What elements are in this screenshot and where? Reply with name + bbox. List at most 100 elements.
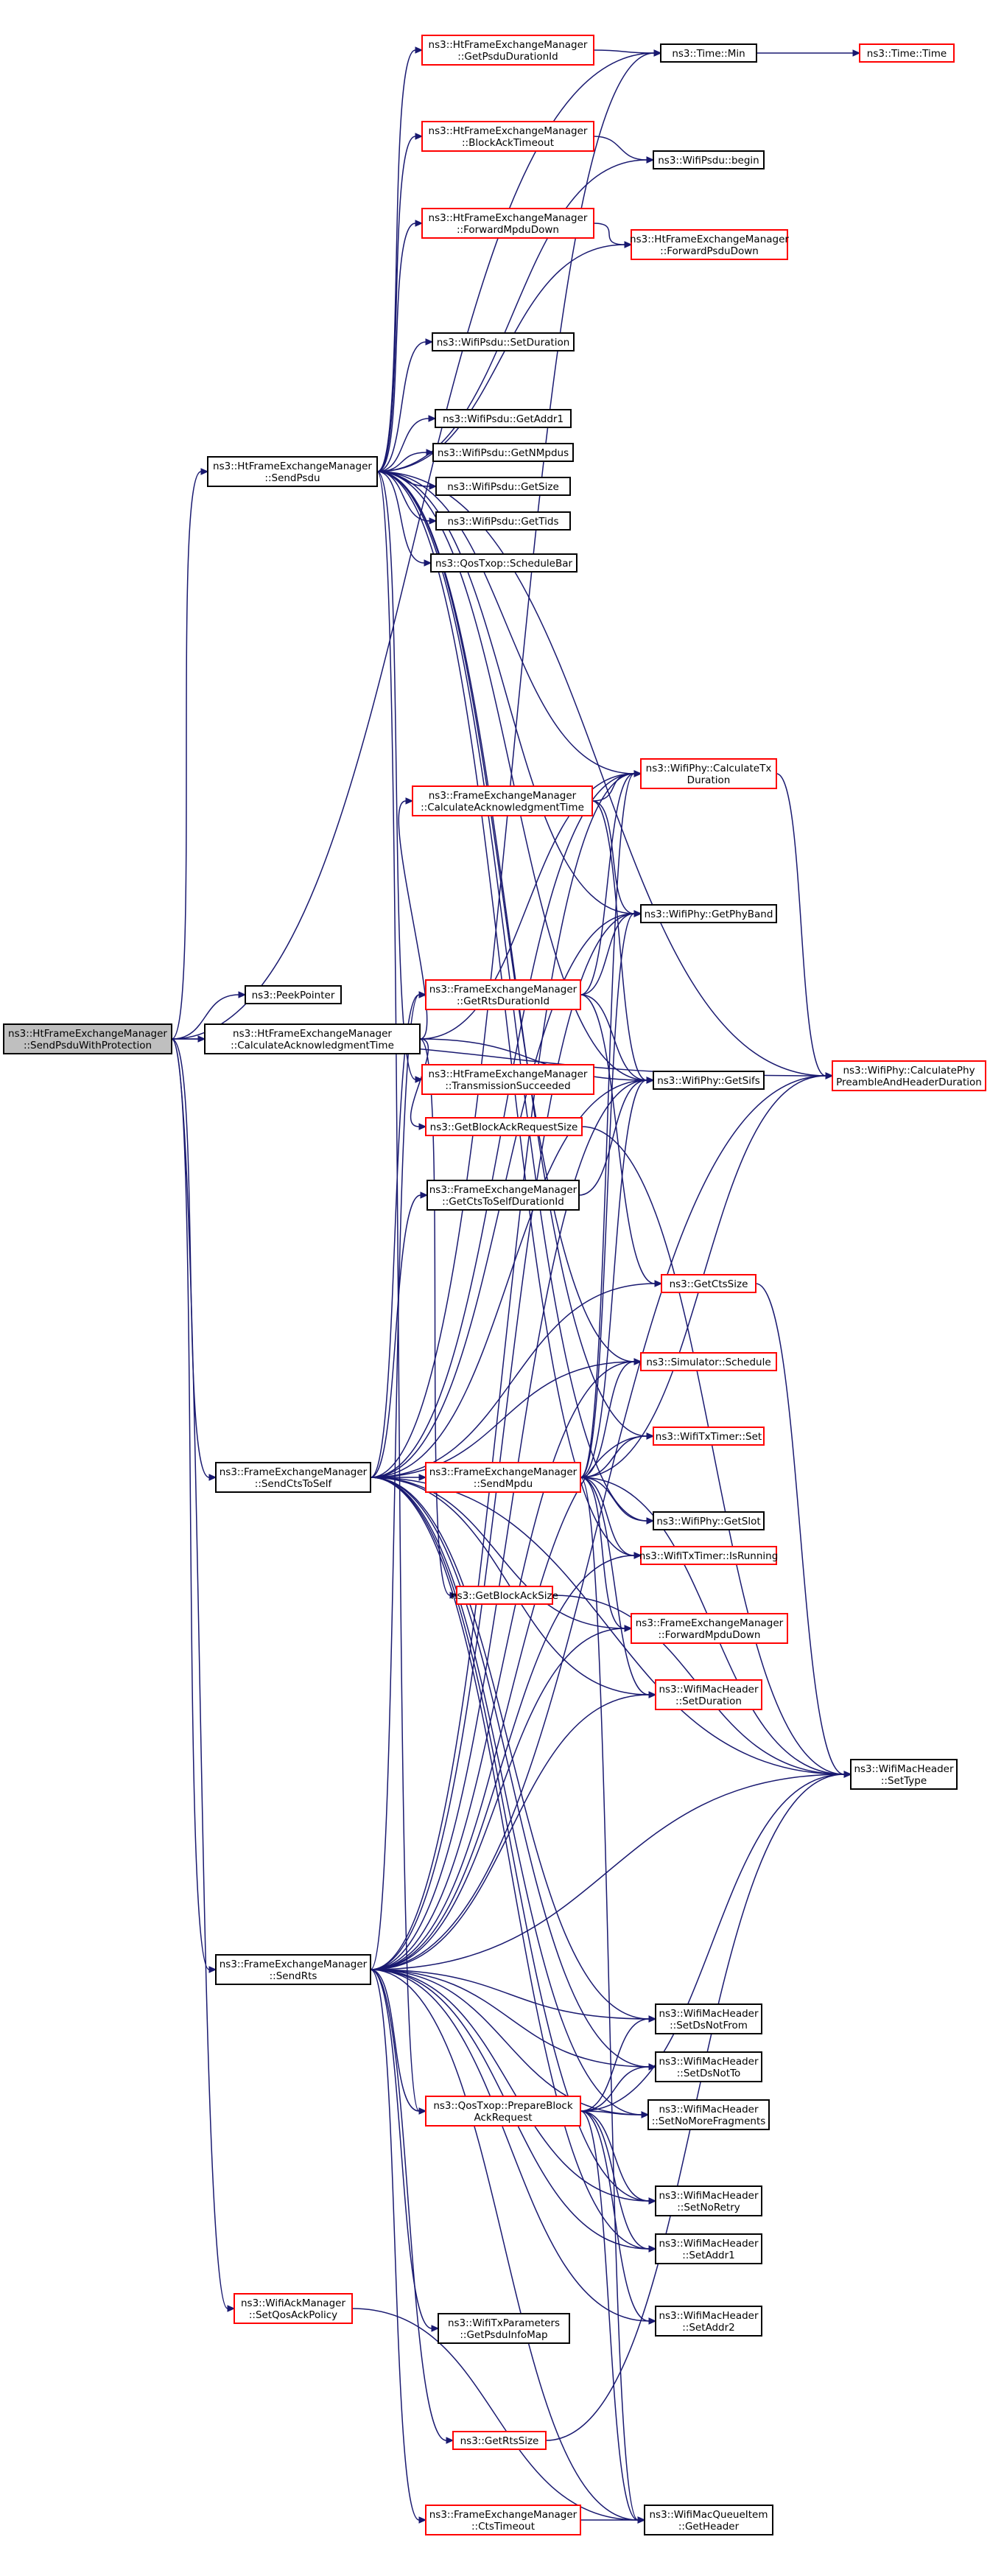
node-getRtsSize[interactable]: ns3::GetRtsSize <box>452 2431 547 2450</box>
node-box-getPsduDur[interactable] <box>421 35 594 66</box>
node-box-sendCtsToSelf[interactable] <box>215 1462 371 1493</box>
node-box-getTids[interactable] <box>435 511 571 531</box>
node-box-setNoMoreFrag[interactable] <box>647 2099 770 2130</box>
node-root[interactable]: ns3::HtFrameExchangeManager::SendPsduWit… <box>3 1023 172 1054</box>
node-isRunning[interactable]: ns3::WifiTxTimer::IsRunning <box>639 1546 779 1565</box>
node-getTids[interactable]: ns3::WifiPsdu::GetTids <box>435 511 571 531</box>
node-txSucceeded[interactable]: ns3::HtFrameExchangeManager::Transmissio… <box>421 1064 594 1095</box>
node-box-timeMin[interactable] <box>660 43 757 63</box>
node-sendRts[interactable]: ns3::FrameExchangeManager::SendRts <box>215 1954 371 1985</box>
node-box-getRtsDur[interactable] <box>425 979 581 1010</box>
node-box-getHeader[interactable] <box>644 2505 773 2535</box>
node-simSchedule[interactable]: ns3::Simulator::Schedule <box>640 1352 777 1371</box>
node-getSize[interactable]: ns3::WifiPsdu::GetSize <box>435 477 571 496</box>
node-box-sendPsdu[interactable] <box>207 456 378 487</box>
node-timeMin[interactable]: ns3::Time::Min <box>660 43 757 63</box>
node-getNMpdus[interactable]: ns3::WifiPsdu::GetNMpdus <box>432 443 574 462</box>
node-setAddr2[interactable]: ns3::WifiMacHeader::SetAddr2 <box>655 2306 762 2337</box>
node-box-simSchedule[interactable] <box>640 1352 777 1371</box>
node-box-setDsNotTo[interactable] <box>655 2051 762 2082</box>
node-fwdPsduDown[interactable]: ns3::HtFrameExchangeManager::ForwardPsdu… <box>630 229 789 260</box>
node-box-sendMpdu[interactable] <box>425 1462 581 1493</box>
node-getCtsSize[interactable]: ns3::GetCtsSize <box>661 1274 756 1293</box>
node-box-peek[interactable] <box>245 985 342 1004</box>
node-psduBegin[interactable]: ns3::WifiPsdu::begin <box>653 150 765 169</box>
node-setDurPsdu[interactable]: ns3::WifiPsdu::SetDuration <box>432 332 575 351</box>
node-getBaSize[interactable]: ns3::GetBlockAckSize <box>451 1586 558 1605</box>
node-box-calcPreamble[interactable] <box>832 1060 986 1091</box>
node-setDsNotTo[interactable]: ns3::WifiMacHeader::SetDsNotTo <box>655 2051 762 2082</box>
node-box-getSifs[interactable] <box>653 1071 765 1090</box>
node-box-psduBegin[interactable] <box>653 150 765 169</box>
node-txParams[interactable]: ns3::WifiTxParameters::GetPsduInfoMap <box>438 2313 570 2344</box>
node-box-txSucceeded[interactable] <box>421 1064 594 1095</box>
node-calcAckHt[interactable]: ns3::HtFrameExchangeManager::CalculateAc… <box>204 1023 421 1054</box>
node-setAddr1[interactable]: ns3::WifiMacHeader::SetAddr1 <box>655 2233 762 2264</box>
node-box-setNoRetry[interactable] <box>655 2185 762 2216</box>
node-getBarSize[interactable]: ns3::GetBlockAckRequestSize <box>425 1117 583 1136</box>
node-getCtsToSelfDur[interactable]: ns3::FrameExchangeManager::GetCtsToSelfD… <box>426 1180 580 1211</box>
node-box-calcTx[interactable] <box>640 758 777 789</box>
node-setType[interactable]: ns3::WifiMacHeader::SetType <box>850 1759 958 1790</box>
node-sendPsdu[interactable]: ns3::HtFrameExchangeManager::SendPsdu <box>207 456 378 487</box>
node-getRtsDur[interactable]: ns3::FrameExchangeManager::GetRtsDuratio… <box>425 979 581 1010</box>
node-box-root[interactable] <box>3 1023 172 1054</box>
node-setNoMoreFrag[interactable]: ns3::WifiMacHeader::SetNoMoreFragments <box>647 2099 770 2130</box>
node-box-calcAckHt[interactable] <box>204 1023 421 1054</box>
node-ctsTimeout[interactable]: ns3::FrameExchangeManager::CtsTimeout <box>425 2505 581 2535</box>
node-box-ctsTimeout[interactable] <box>425 2505 581 2535</box>
node-getHeader[interactable]: ns3::WifiMacQueueItem::GetHeader <box>644 2505 773 2535</box>
node-box-blockAckTimeout[interactable] <box>421 121 594 152</box>
node-box-timeTime[interactable] <box>859 43 955 63</box>
node-setDurHdr[interactable]: ns3::WifiMacHeader::SetDuration <box>655 1679 762 1710</box>
node-femFwdMpdu[interactable]: ns3::FrameExchangeManager::ForwardMpduDo… <box>631 1613 788 1644</box>
node-box-setQosAck[interactable] <box>234 2293 353 2324</box>
node-box-timerSet[interactable] <box>653 1427 765 1446</box>
node-box-calcAckFem[interactable] <box>412 785 593 816</box>
node-blockAckTimeout[interactable]: ns3::HtFrameExchangeManager::BlockAckTim… <box>421 121 594 152</box>
node-box-txParams[interactable] <box>438 2313 570 2344</box>
node-box-getCtsSize[interactable] <box>661 1274 756 1293</box>
node-setNoRetry[interactable]: ns3::WifiMacHeader::SetNoRetry <box>655 2185 762 2216</box>
node-box-getAddr1[interactable] <box>435 409 572 428</box>
node-box-setDsNotFrom[interactable] <box>655 2003 762 2034</box>
node-schedBar[interactable]: ns3::QosTxop::ScheduleBar <box>430 553 578 573</box>
node-box-getSlot[interactable] <box>653 1511 765 1530</box>
node-box-getCtsToSelfDur[interactable] <box>426 1180 580 1211</box>
node-box-schedBar[interactable] <box>430 553 578 573</box>
node-calcAckFem[interactable]: ns3::FrameExchangeManager::CalculateAckn… <box>412 785 593 816</box>
node-getAddr1[interactable]: ns3::WifiPsdu::GetAddr1 <box>435 409 572 428</box>
node-sendCtsToSelf[interactable]: ns3::FrameExchangeManager::SendCtsToSelf <box>215 1462 371 1493</box>
node-getPhyBand[interactable]: ns3::WifiPhy::GetPhyBand <box>640 904 777 923</box>
node-box-getPhyBand[interactable] <box>640 904 777 923</box>
node-timeTime[interactable]: ns3::Time::Time <box>859 43 955 63</box>
node-box-getSize[interactable] <box>435 477 571 496</box>
node-box-fwdMpduDown[interactable] <box>421 208 594 239</box>
node-box-getBarSize[interactable] <box>425 1117 583 1136</box>
node-peek[interactable]: ns3::PeekPointer <box>245 985 342 1004</box>
node-sendMpdu[interactable]: ns3::FrameExchangeManager::SendMpdu <box>425 1462 581 1493</box>
node-box-femFwdMpdu[interactable] <box>631 1613 788 1644</box>
node-setDsNotFrom[interactable]: ns3::WifiMacHeader::SetDsNotFrom <box>655 2003 762 2034</box>
node-box-setAddr2[interactable] <box>655 2306 762 2337</box>
node-box-setDurPsdu[interactable] <box>432 332 575 351</box>
node-box-getRtsSize[interactable] <box>452 2431 547 2450</box>
node-timerSet[interactable]: ns3::WifiTxTimer::Set <box>653 1427 765 1446</box>
node-calcPreamble[interactable]: ns3::WifiPhy::CalculatePhyPreambleAndHea… <box>832 1060 986 1091</box>
node-box-setDurHdr[interactable] <box>655 1679 762 1710</box>
node-getSlot[interactable]: ns3::WifiPhy::GetSlot <box>653 1511 765 1530</box>
node-box-fwdPsduDown[interactable] <box>631 229 788 260</box>
node-fwdMpduDown[interactable]: ns3::HtFrameExchangeManager::ForwardMpdu… <box>421 208 594 239</box>
node-box-setType[interactable] <box>850 1759 958 1790</box>
node-box-prepBar[interactable] <box>425 2096 581 2127</box>
node-setQosAck[interactable]: ns3::WifiAckManager::SetQosAckPolicy <box>234 2293 353 2324</box>
node-box-setAddr1[interactable] <box>655 2233 762 2264</box>
node-getSifs[interactable]: ns3::WifiPhy::GetSifs <box>653 1071 765 1090</box>
node-box-getNMpdus[interactable] <box>432 443 574 462</box>
node-box-sendRts[interactable] <box>215 1954 371 1985</box>
node-box-getBaSize[interactable] <box>456 1586 553 1605</box>
node-box-isRunning[interactable] <box>640 1546 777 1565</box>
node-getPsduDur[interactable]: ns3::HtFrameExchangeManager::GetPsduDura… <box>421 35 594 66</box>
